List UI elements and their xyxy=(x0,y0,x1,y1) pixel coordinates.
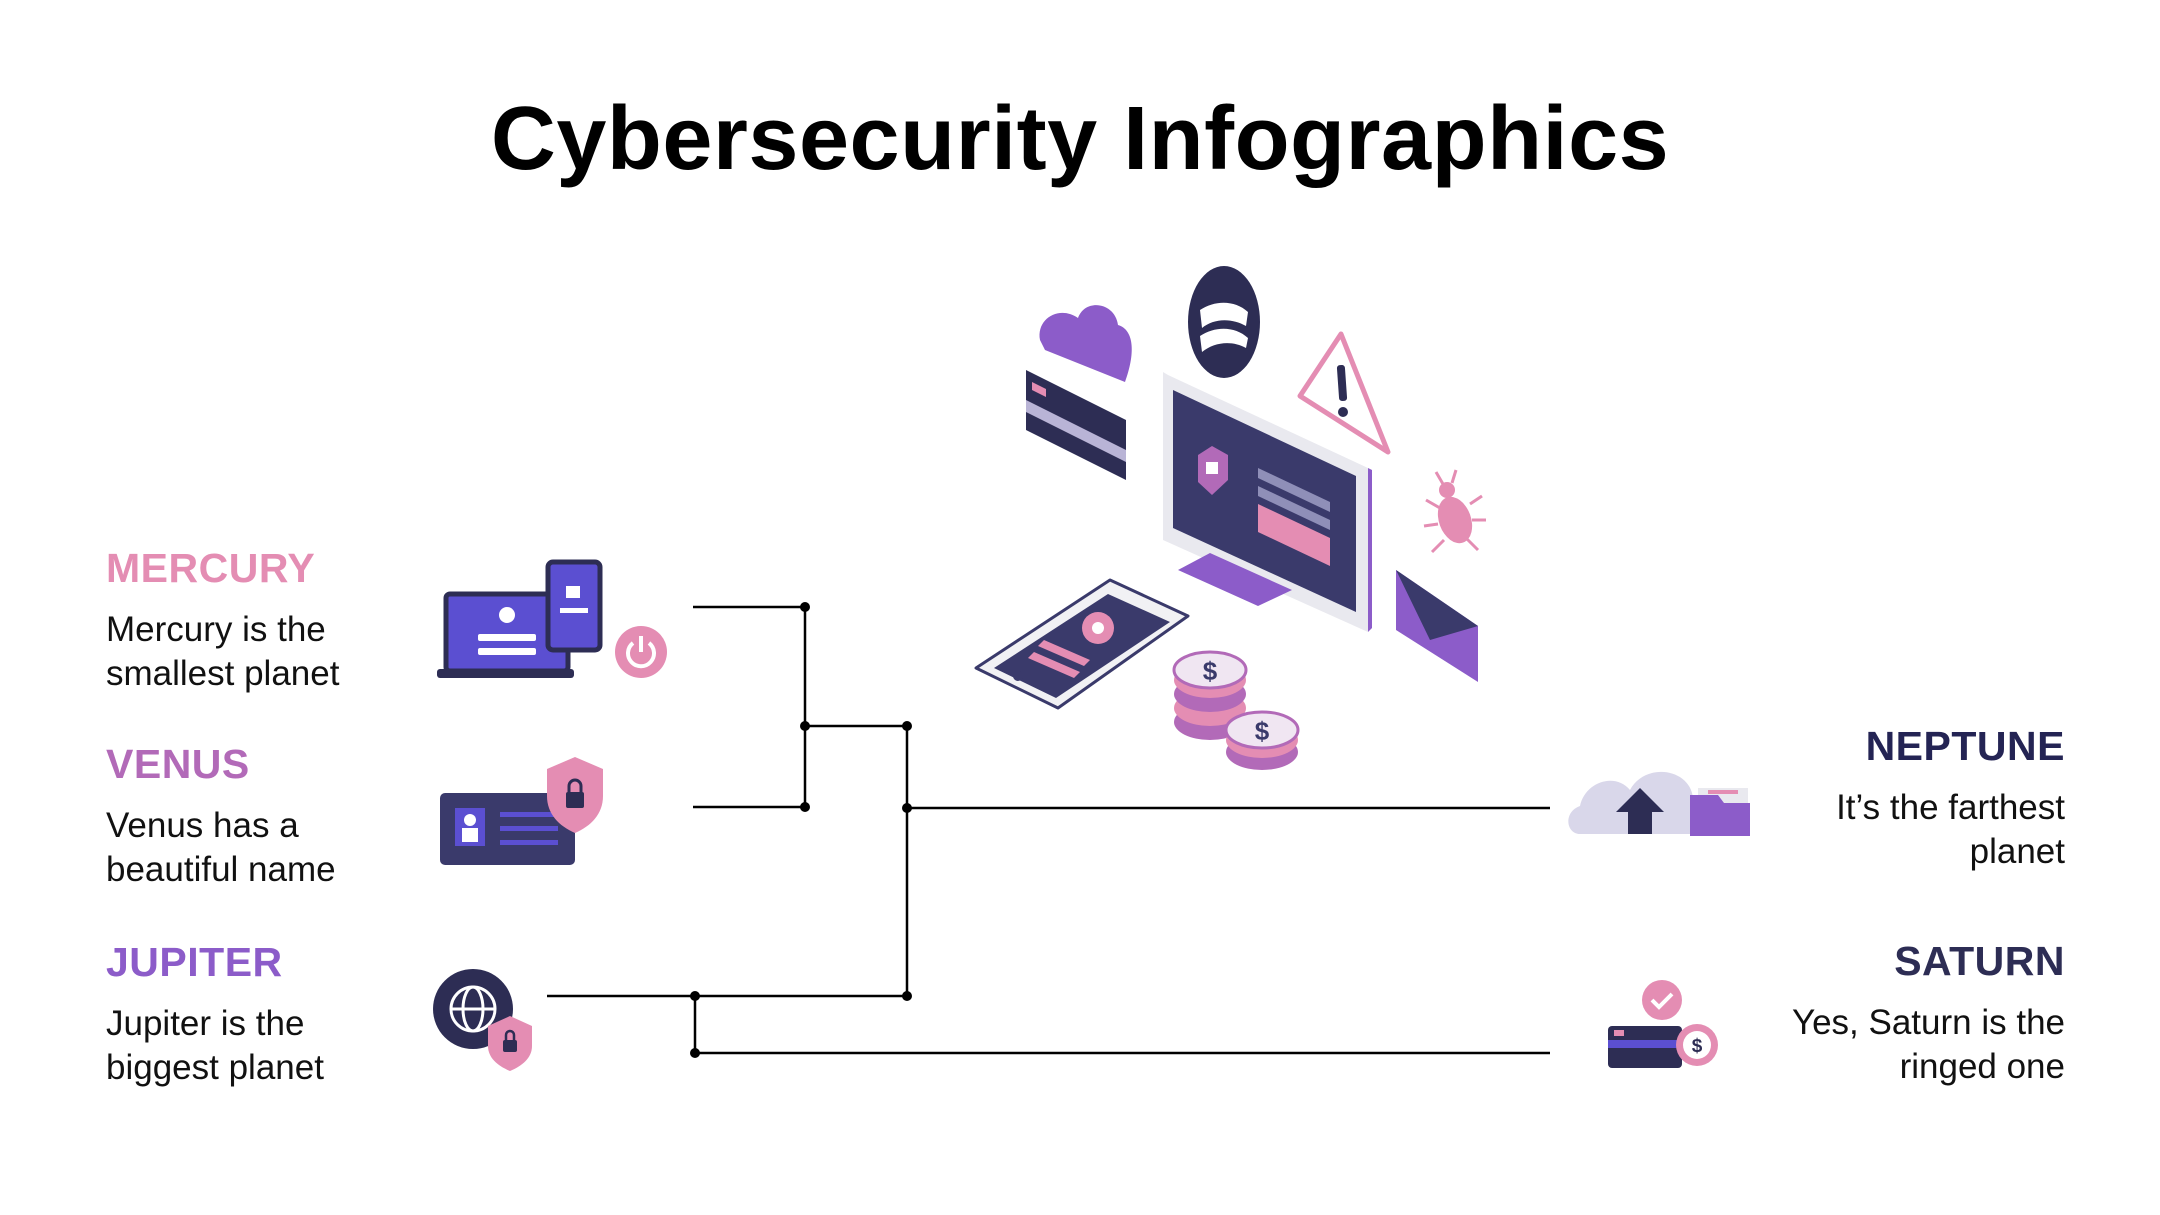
saturn-heading: SATURN xyxy=(1894,938,2065,984)
jupiter-description: Jupiter is the biggest planet xyxy=(106,1004,324,1087)
venus-description: Venus has a beautiful name xyxy=(106,806,336,889)
bug-icon xyxy=(1423,469,1486,554)
svg-text:$: $ xyxy=(1255,716,1270,746)
cloud-icon xyxy=(1039,305,1132,382)
page-title: Cybersecurity Infographics xyxy=(490,89,1670,189)
laptop-phone-login-icon xyxy=(437,559,667,678)
credit-card-icon xyxy=(1026,370,1126,480)
mercury-heading: MERCURY xyxy=(106,545,316,591)
card-payment-check-icon: $ xyxy=(1608,980,1718,1068)
svg-text:$: $ xyxy=(1203,656,1218,686)
coins-icon: $ $ xyxy=(1172,650,1300,770)
svg-text:$: $ xyxy=(1692,1036,1703,1057)
globe-lock-icon xyxy=(433,969,532,1071)
saturn-description: Yes, Saturn is the ringed one xyxy=(1791,1003,2065,1086)
smartphone-icon xyxy=(974,578,1190,710)
cloud-upload-folder-icon xyxy=(1568,771,1750,836)
warning-icon xyxy=(1297,331,1391,455)
neptune-description: It’s the farthest planet xyxy=(1836,788,2065,871)
envelope-icon xyxy=(1396,570,1478,682)
mercury-description: Mercury is the smallest planet xyxy=(106,610,340,693)
shield-badge-icon xyxy=(1188,266,1260,378)
id-card-lock-icon xyxy=(440,757,603,865)
jupiter-heading: JUPITER xyxy=(106,939,283,985)
neptune-heading: NEPTUNE xyxy=(1865,723,2065,769)
venus-heading: VENUS xyxy=(106,741,250,787)
monitor-icon xyxy=(1163,372,1372,632)
